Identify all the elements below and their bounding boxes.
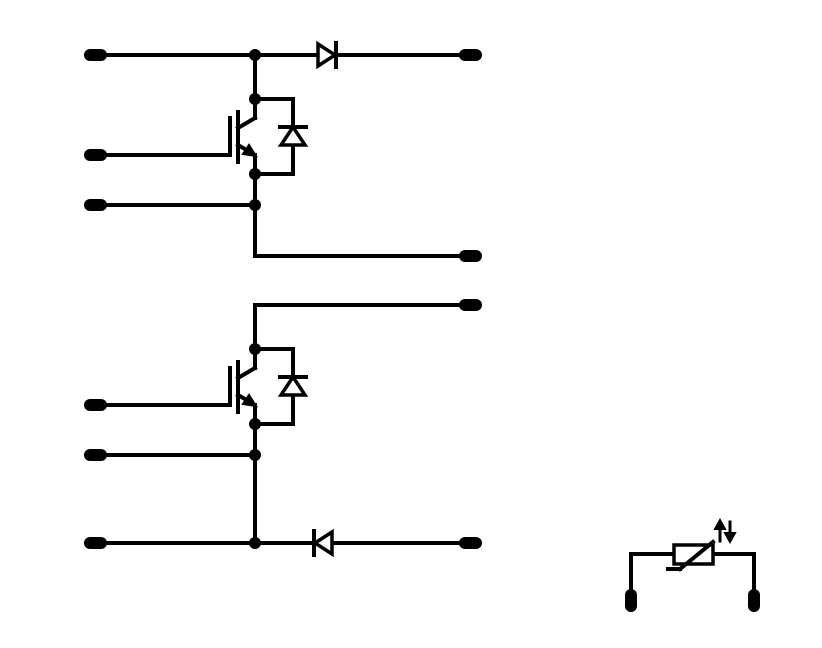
terminal-pad-output-upper[interactable] [459, 250, 482, 262]
junction-dot [249, 418, 261, 430]
freewheel-diode-lower-icon [277, 373, 309, 397]
junction-dot [249, 537, 261, 549]
terminal-pad-aux-emitter-lower[interactable] [84, 449, 107, 461]
terminal-pad-upper-right-dc[interactable] [459, 49, 482, 61]
series-diode-bottom-icon [311, 528, 334, 558]
terminal-pad-output-lower[interactable] [459, 299, 482, 311]
upper-half-bridge [94, 40, 472, 258]
temperature-arrows-icon [713, 517, 737, 545]
junction-dot [249, 449, 261, 461]
junction-dots [249, 49, 261, 549]
junction-dot [249, 199, 261, 211]
terminal-pad-aux-emitter-upper[interactable] [84, 199, 107, 211]
terminal-pad-ntc-left[interactable] [625, 589, 637, 612]
freewheel-diode-upper-icon [277, 123, 309, 147]
thermistor-icon [666, 539, 716, 572]
ntc-thermistor [629, 517, 756, 600]
terminal-pads [84, 49, 760, 612]
lower-half-bridge [94, 303, 472, 558]
terminal-pad-lower-left-dc[interactable] [84, 537, 107, 549]
terminal-pad-ntc-right[interactable] [748, 589, 760, 612]
junction-dot [249, 93, 261, 105]
series-diode-top-icon [316, 40, 339, 70]
igbt-upper-icon [228, 110, 259, 176]
terminal-pad-gate-lower[interactable] [84, 399, 107, 411]
terminal-pad-upper-left-dc[interactable] [84, 49, 107, 61]
junction-dot [249, 49, 261, 61]
junction-dot [249, 343, 261, 355]
terminal-pad-lower-right-dc[interactable] [459, 537, 482, 549]
terminal-pad-gate-upper[interactable] [84, 149, 107, 161]
junction-dot [249, 168, 261, 180]
